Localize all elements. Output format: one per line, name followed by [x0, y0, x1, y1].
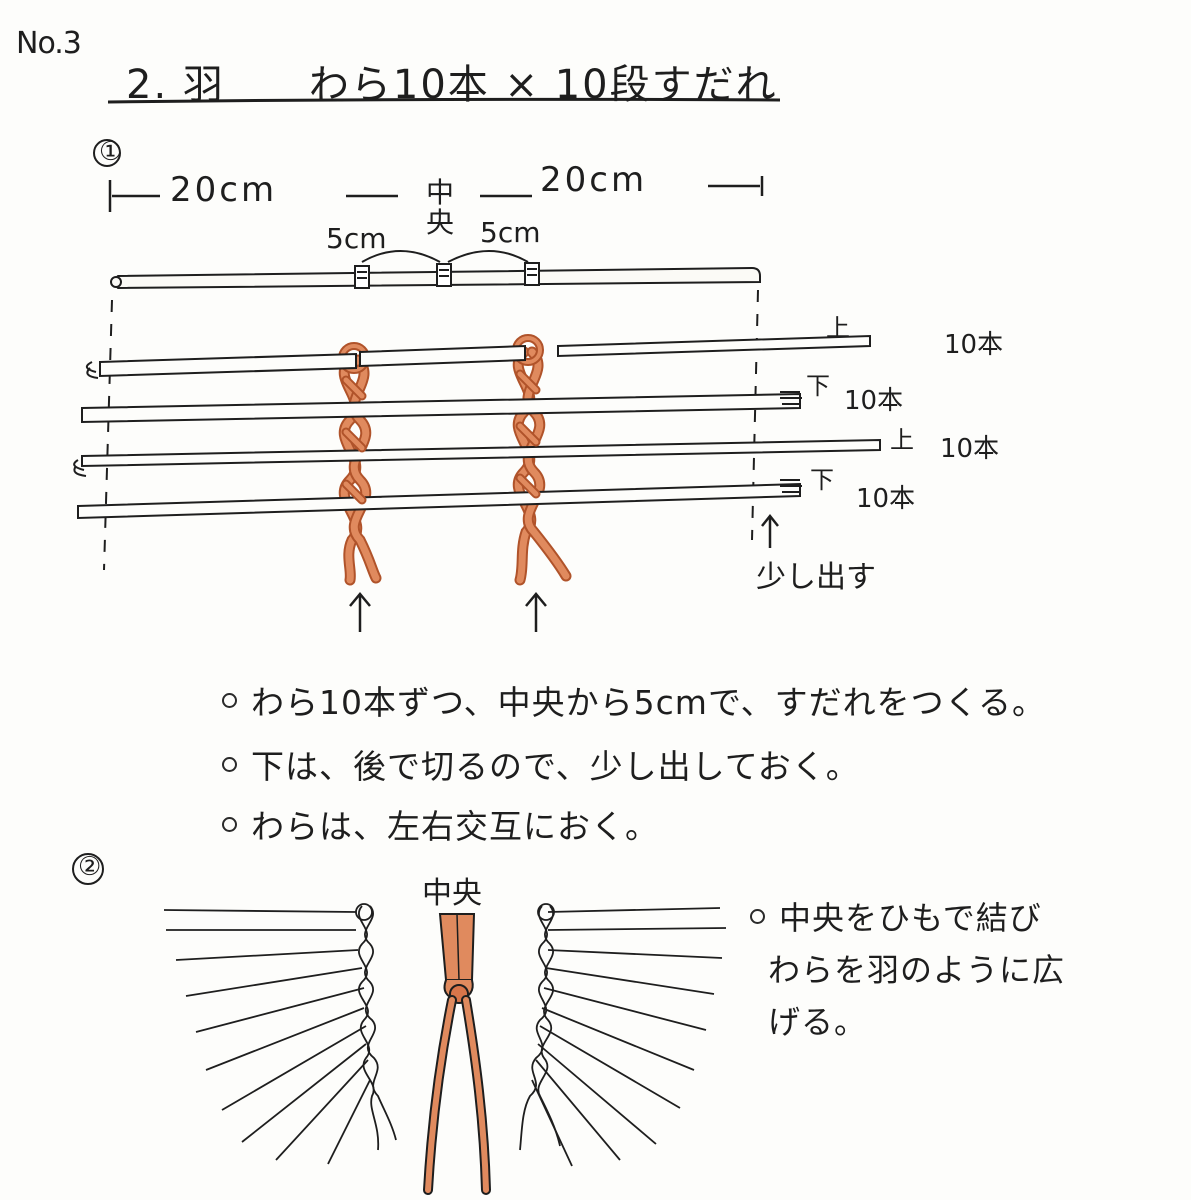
layer3-position: 上 — [890, 426, 914, 454]
step2-note-line-1: 中央をひもで結び — [750, 892, 1065, 944]
layer4-position: 下 — [810, 466, 834, 494]
bullet-icon — [750, 908, 765, 924]
straw-layers — [73, 334, 881, 520]
straw-length-reference — [110, 262, 761, 290]
left-gap-label: 5cm — [326, 222, 387, 255]
step2-marker-circle — [72, 853, 104, 885]
layer1-position: 上 — [826, 314, 850, 342]
bullet-icon — [222, 757, 237, 772]
bullet-icon — [222, 817, 237, 832]
note-text-3: わらは、左右交互におく。 — [251, 807, 659, 846]
step2-center-label: 中央 — [422, 876, 482, 911]
center-label: 中央 — [425, 176, 454, 239]
step2-note: 中央をひもで結び わらを羽のように広 げる。 — [750, 892, 1065, 1048]
layer3-count: 10本 — [940, 434, 1000, 464]
step2-marker: ② — [78, 852, 102, 882]
title-underline — [107, 97, 781, 104]
page-title: 2. 羽 わら10本 × 10段すだれ — [126, 62, 778, 108]
center-tie — [423, 913, 491, 1195]
note-text-2: 下は、後で切るので、少し出しておく。 — [251, 747, 860, 786]
step1-marker: ① — [99, 137, 123, 167]
fanned-wings — [163, 903, 727, 1167]
step2-note-line-3: げる。 — [768, 1003, 868, 1041]
step2-note-text-1: 中央をひもで結び — [779, 899, 1042, 937]
cord-right — [512, 346, 572, 586]
note-text-1: わら10本ずつ、中央から5cmで、すだれをつくる。 — [251, 683, 1046, 722]
left-length-label: 20cm — [170, 170, 278, 210]
note-item: わらは、左右交互におく。 — [222, 800, 659, 848]
dashed-guides — [103, 289, 759, 571]
bullet-icon — [222, 693, 237, 708]
gap-arcs — [361, 250, 529, 263]
cord-position-arrows — [349, 513, 779, 632]
layer1-count: 10本 — [944, 330, 1004, 360]
note-item: 下は、後で切るので、少し出しておく。 — [222, 740, 860, 788]
layer2-count: 10本 — [844, 386, 904, 416]
page-number: No.3 — [16, 26, 82, 61]
right-length-label: 20cm — [540, 160, 648, 200]
cord-front — [341, 369, 541, 505]
layer4-count: 10本 — [856, 484, 916, 514]
layer2-position: 下 — [806, 372, 830, 400]
step1-marker-circle — [93, 139, 121, 167]
step2-note-line-2: わらを羽のように広 — [768, 951, 1066, 989]
note-item: わら10本ずつ、中央から5cmで、すだれをつくる。 — [222, 676, 1046, 724]
extend-note: 少し出す — [756, 560, 876, 595]
right-gap-label: 5cm — [480, 216, 541, 249]
dimension-line — [108, 176, 764, 212]
